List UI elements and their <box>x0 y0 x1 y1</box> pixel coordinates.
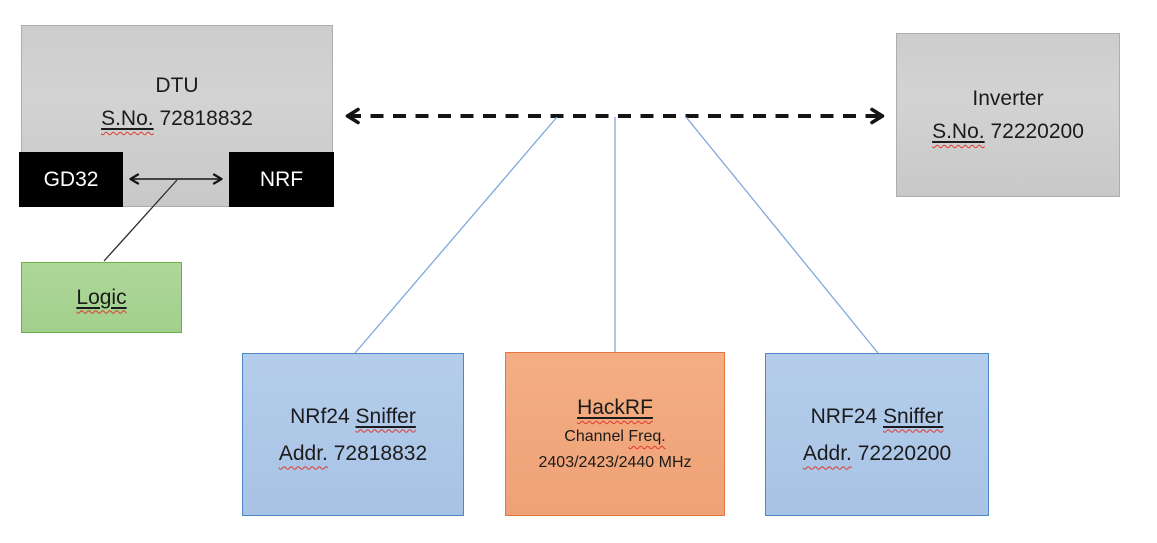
sniffer-left-addr: Addr. 72818832 <box>278 441 428 465</box>
hackrf-box: HackRF Channel Freq. 2403/2423/2440 MHz <box>505 352 725 516</box>
logic-box: Logic <box>21 262 182 333</box>
dtu-title: DTU <box>155 74 199 97</box>
logic-label: Logic <box>76 285 127 309</box>
gd32-label: GD32 <box>43 167 99 191</box>
connector-left-sniffer-line <box>354 116 558 354</box>
sniffer-left-name: NRf24 Sniffer <box>290 404 416 428</box>
nrf-label: NRF <box>259 167 304 191</box>
hackrf-frequencies: 2403/2423/2440 MHz <box>538 454 692 471</box>
inverter-serial-number: 72220200 <box>990 120 1084 143</box>
dtu-serial-label: S.No. <box>101 107 154 130</box>
dtu-serial-number: 72818832 <box>159 107 253 130</box>
sniffer-right-addr: Addr. 72220200 <box>802 441 952 465</box>
nrf24-sniffer-right-box: NRF24 Sniffer Addr. 72220200 <box>765 353 989 516</box>
hackrf-channel-freq-label: Channel Freq. <box>564 428 666 445</box>
nrf24-sniffer-left-box: NRf24 Sniffer Addr. 72818832 <box>242 353 464 516</box>
inverter-serial-line: S.No. 72220200 <box>932 115 1084 148</box>
inverter-serial-label: S.No. <box>932 120 985 143</box>
hackrf-title: HackRF <box>577 396 653 419</box>
sniffer-right-name: NRF24 Sniffer <box>810 404 944 428</box>
nrf-box: NRF <box>229 152 334 207</box>
gd32-box: GD32 <box>19 152 123 207</box>
inverter-title: Inverter <box>972 87 1044 110</box>
inverter-box: Inverter S.No. 72220200 <box>896 33 1120 197</box>
connector-right-sniffer-line <box>685 116 879 354</box>
dtu-serial-line: S.No. 72818832 <box>101 102 253 135</box>
